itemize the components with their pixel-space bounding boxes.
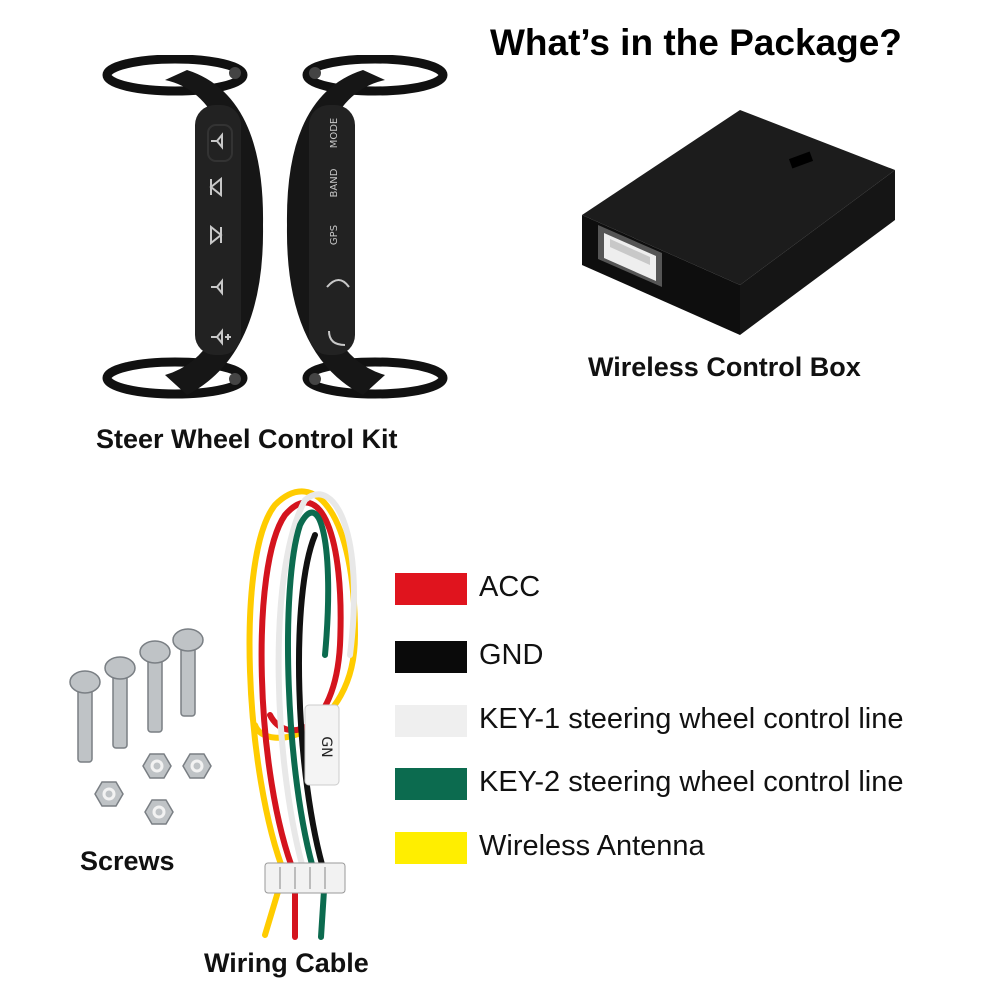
nut (94, 781, 124, 807)
wiring-cable-caption: Wiring Cable (204, 948, 369, 978)
mode-button-label: MODE (329, 118, 340, 149)
usb-port (598, 225, 662, 287)
cable-connector (264, 862, 346, 894)
legend-label: KEY-2 steering wheel control line (479, 766, 904, 798)
right-control-unit: MODE BAND GPS (286, 55, 448, 399)
wire-green (285, 509, 332, 878)
mute-icon (211, 132, 223, 150)
screw (104, 656, 136, 749)
page-title: What’s in the Package? (490, 22, 902, 63)
legend-label: KEY-1 steering wheel control line (479, 703, 904, 735)
steering-wheel-control-kit-image: MODE BAND GPS (102, 55, 448, 399)
wiring-cable-image: GN (246, 488, 359, 940)
previous-track-icon (209, 176, 222, 198)
steering-kit-caption: Steer Wheel Control Kit (96, 424, 398, 454)
cable-tag (304, 704, 340, 786)
screw (69, 670, 101, 763)
nut (144, 799, 174, 825)
nut (182, 753, 212, 779)
legend-swatch (395, 641, 467, 673)
wire-white (275, 491, 357, 878)
volume-up-icon (211, 328, 231, 346)
answer-call-icon (328, 330, 346, 346)
nut (142, 753, 172, 779)
legend-swatch (395, 573, 467, 605)
wire-black (296, 532, 328, 878)
legend-label: Wireless Antenna (479, 830, 705, 862)
screw (139, 640, 171, 733)
screws-caption: Screws (80, 846, 175, 876)
legend-swatch (395, 768, 467, 800)
band-button-label: BAND (329, 168, 340, 197)
screw (172, 628, 204, 717)
legend-swatch (395, 832, 467, 864)
control-box-caption: Wireless Control Box (588, 352, 861, 382)
left-control-unit (102, 55, 264, 399)
gps-button-label: GPS (329, 225, 340, 245)
legend-swatch (395, 705, 467, 737)
next-track-icon (210, 224, 223, 246)
cable-tag-text: GN (318, 736, 334, 757)
volume-down-icon (211, 278, 223, 296)
legend-label: GND (479, 639, 544, 671)
legend-label: ACC (479, 571, 541, 603)
wireless-control-box-image (582, 110, 895, 335)
screws-image (69, 628, 212, 825)
hang-up-icon (326, 279, 350, 288)
